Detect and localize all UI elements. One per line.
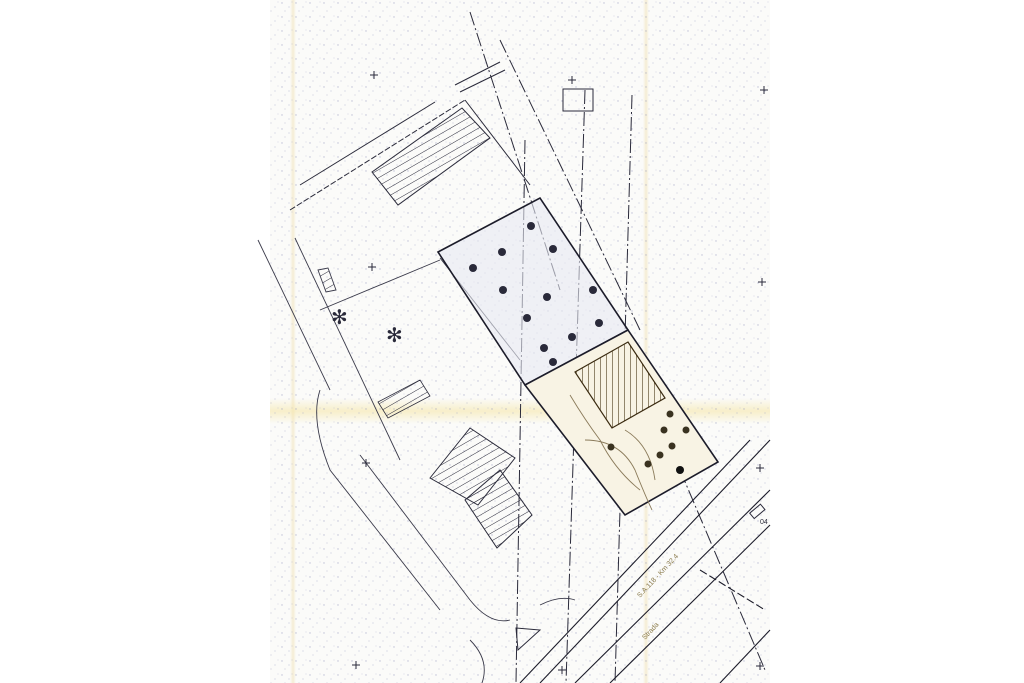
garden-paths <box>569 394 656 511</box>
north-parcel <box>289 61 531 211</box>
shrub-symbols: ✻ ✻ <box>331 305 403 347</box>
svg-text:✻: ✻ <box>331 305 348 329</box>
south-buildings <box>429 427 533 549</box>
marker-label: 04 <box>760 519 768 526</box>
small-structure <box>562 88 594 112</box>
shed-building <box>377 379 431 419</box>
triangle-marker <box>515 627 542 652</box>
garden-trees <box>607 410 690 474</box>
survey-crosses <box>352 71 768 674</box>
road-bands <box>519 439 771 683</box>
project-lot <box>523 328 720 517</box>
svg-text:✻: ✻ <box>386 323 403 347</box>
tree-dots <box>469 222 603 366</box>
project-building <box>574 341 666 429</box>
marker-04 <box>749 503 766 520</box>
